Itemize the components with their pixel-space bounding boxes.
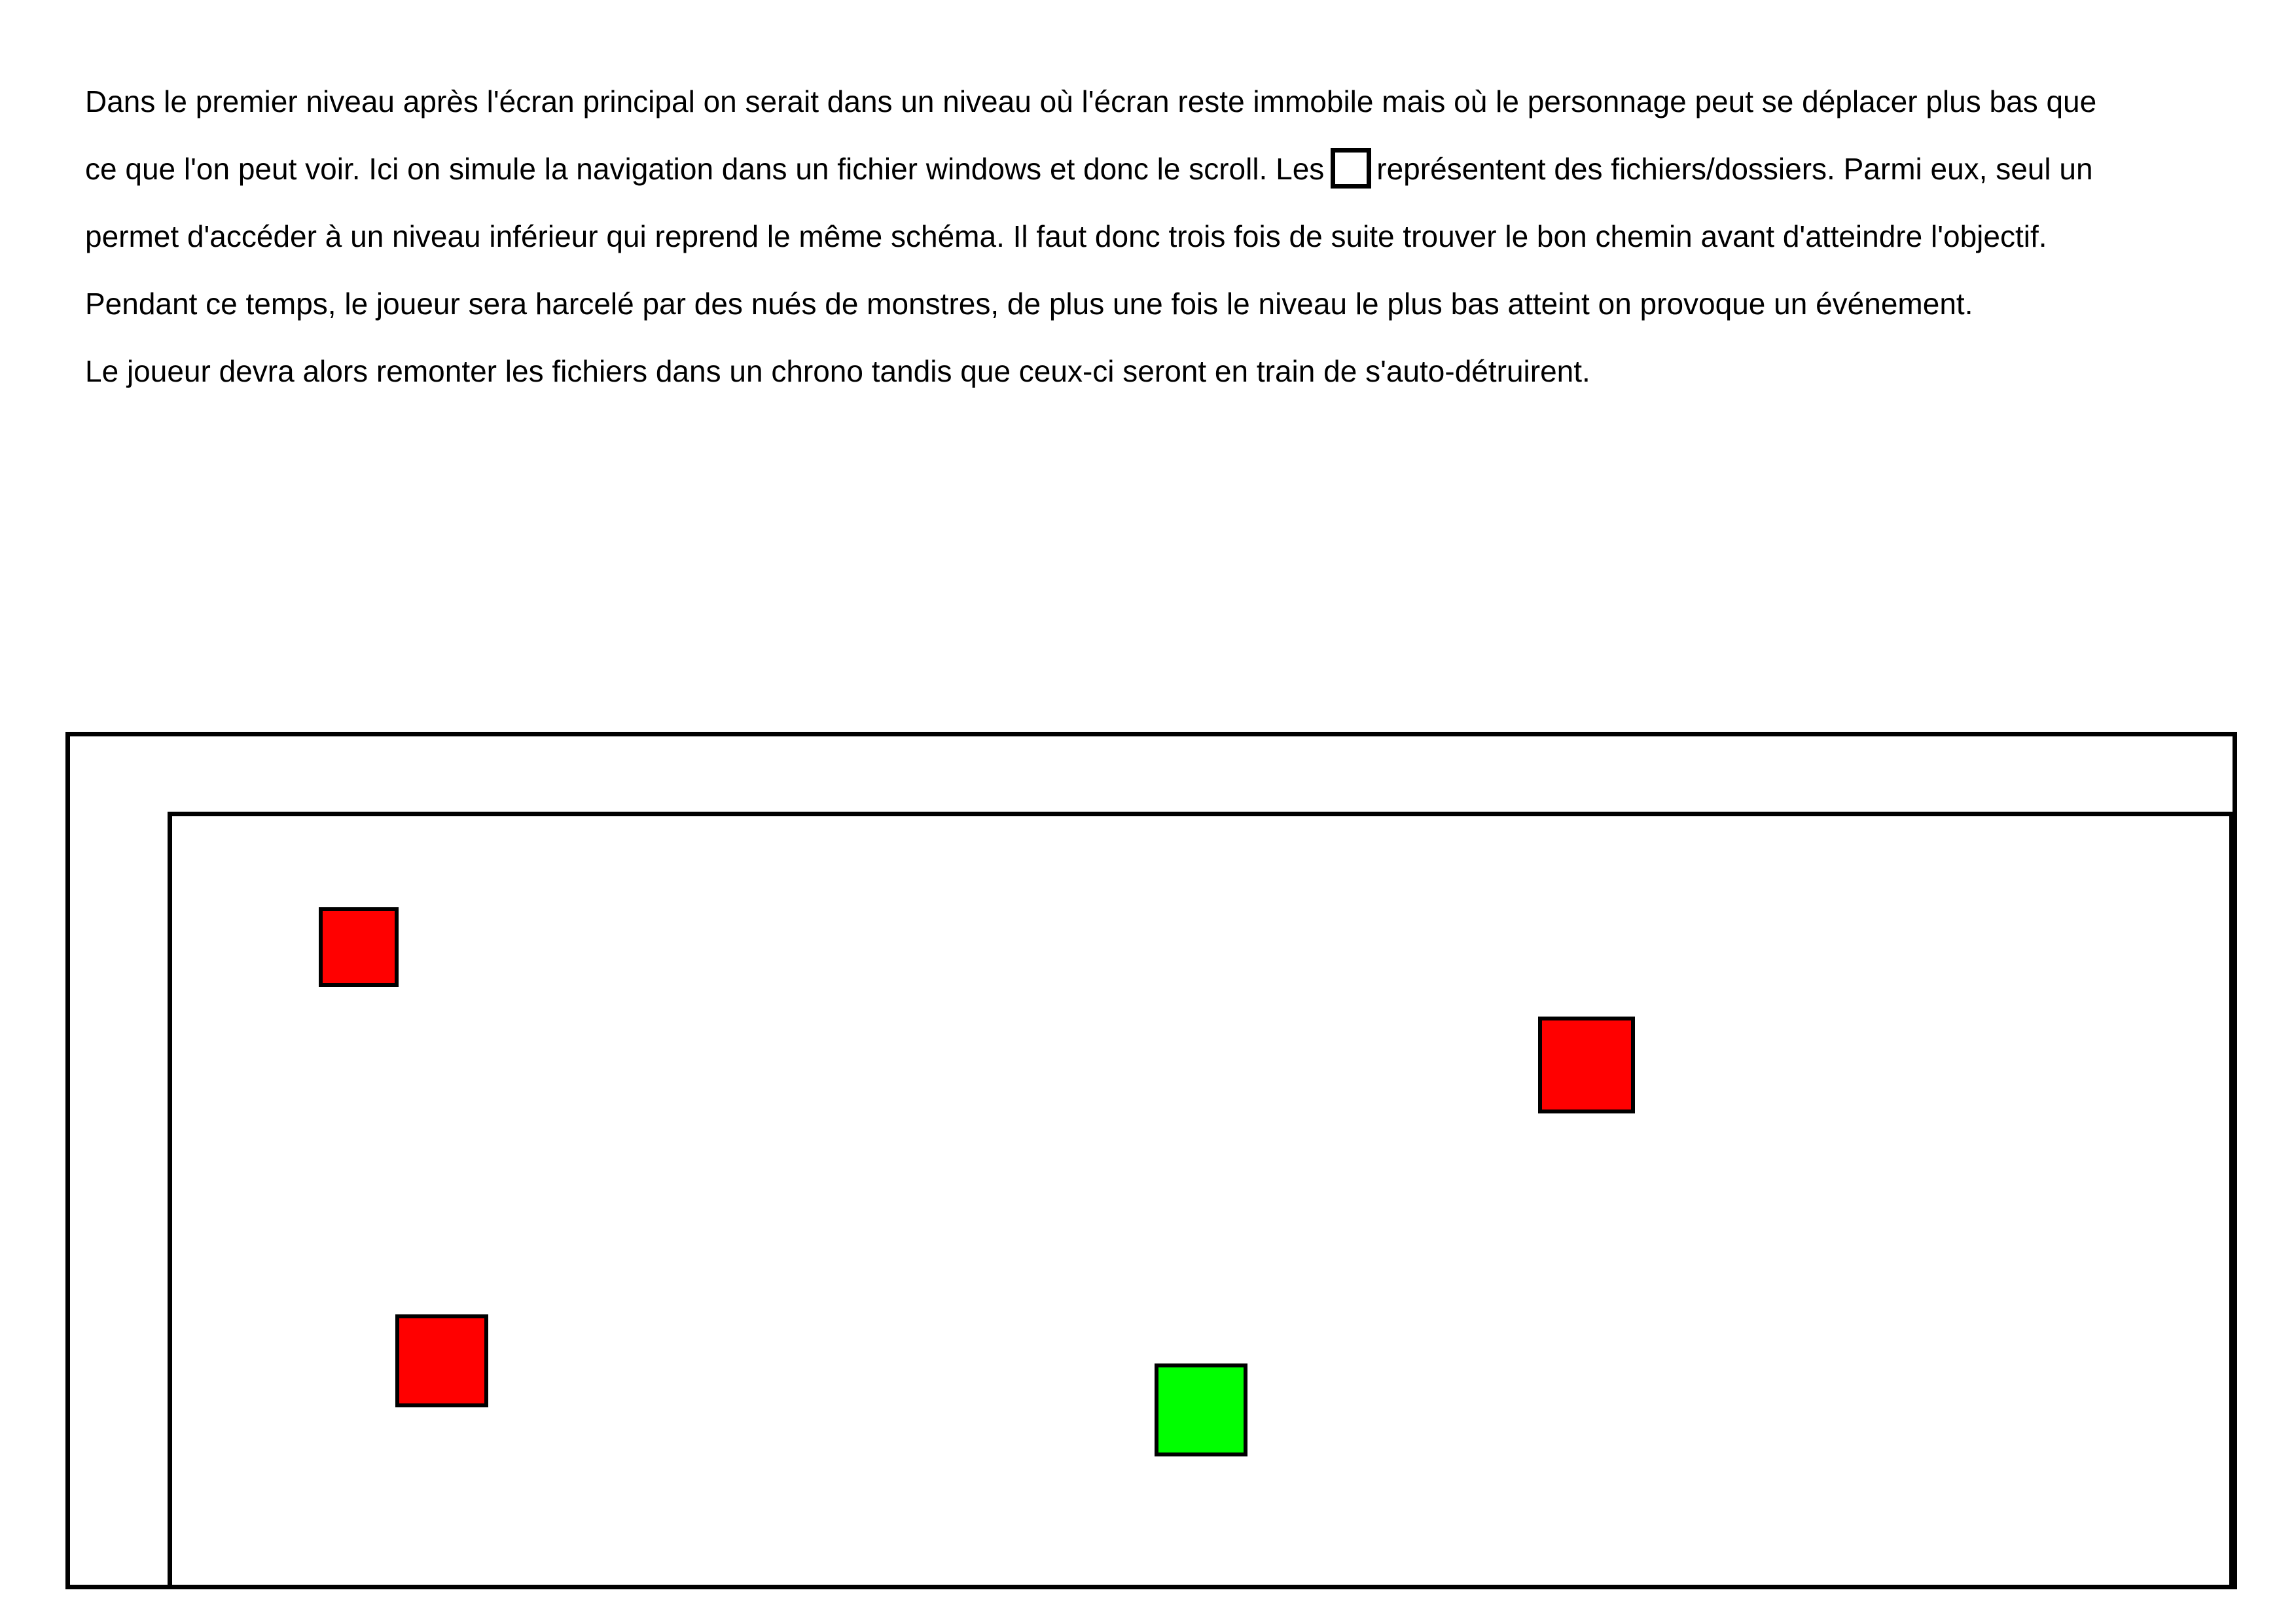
description-paragraph: Dans le premier niveau après l'écran pri… [85, 68, 2284, 405]
description-line-2: ce que l'on peut voir. Ici on simule la … [85, 135, 2284, 203]
screen-frame-inner [168, 812, 2237, 1589]
file-square-red [395, 1314, 488, 1407]
description-line-2-start: ce que l'on peut voir. Ici on simule la … [85, 152, 1325, 186]
file-square-red [319, 907, 399, 987]
description-line-2-end: représentent des fichiers/dossiers. Parm… [1376, 152, 2093, 186]
description-line-1: Dans le premier niveau après l'écran pri… [85, 84, 2097, 118]
description-line-3: permet d'accéder à un niveau inférieur q… [85, 219, 2047, 253]
file-square-legend-icon [1331, 148, 1372, 189]
file-square-green [1155, 1363, 1247, 1456]
description-line-4: Pendant ce temps, le joueur sera harcelé… [85, 287, 1973, 321]
file-square-red [1538, 1017, 1635, 1113]
description-line-5: Le joueur devra alors remonter les fichi… [85, 354, 1590, 388]
